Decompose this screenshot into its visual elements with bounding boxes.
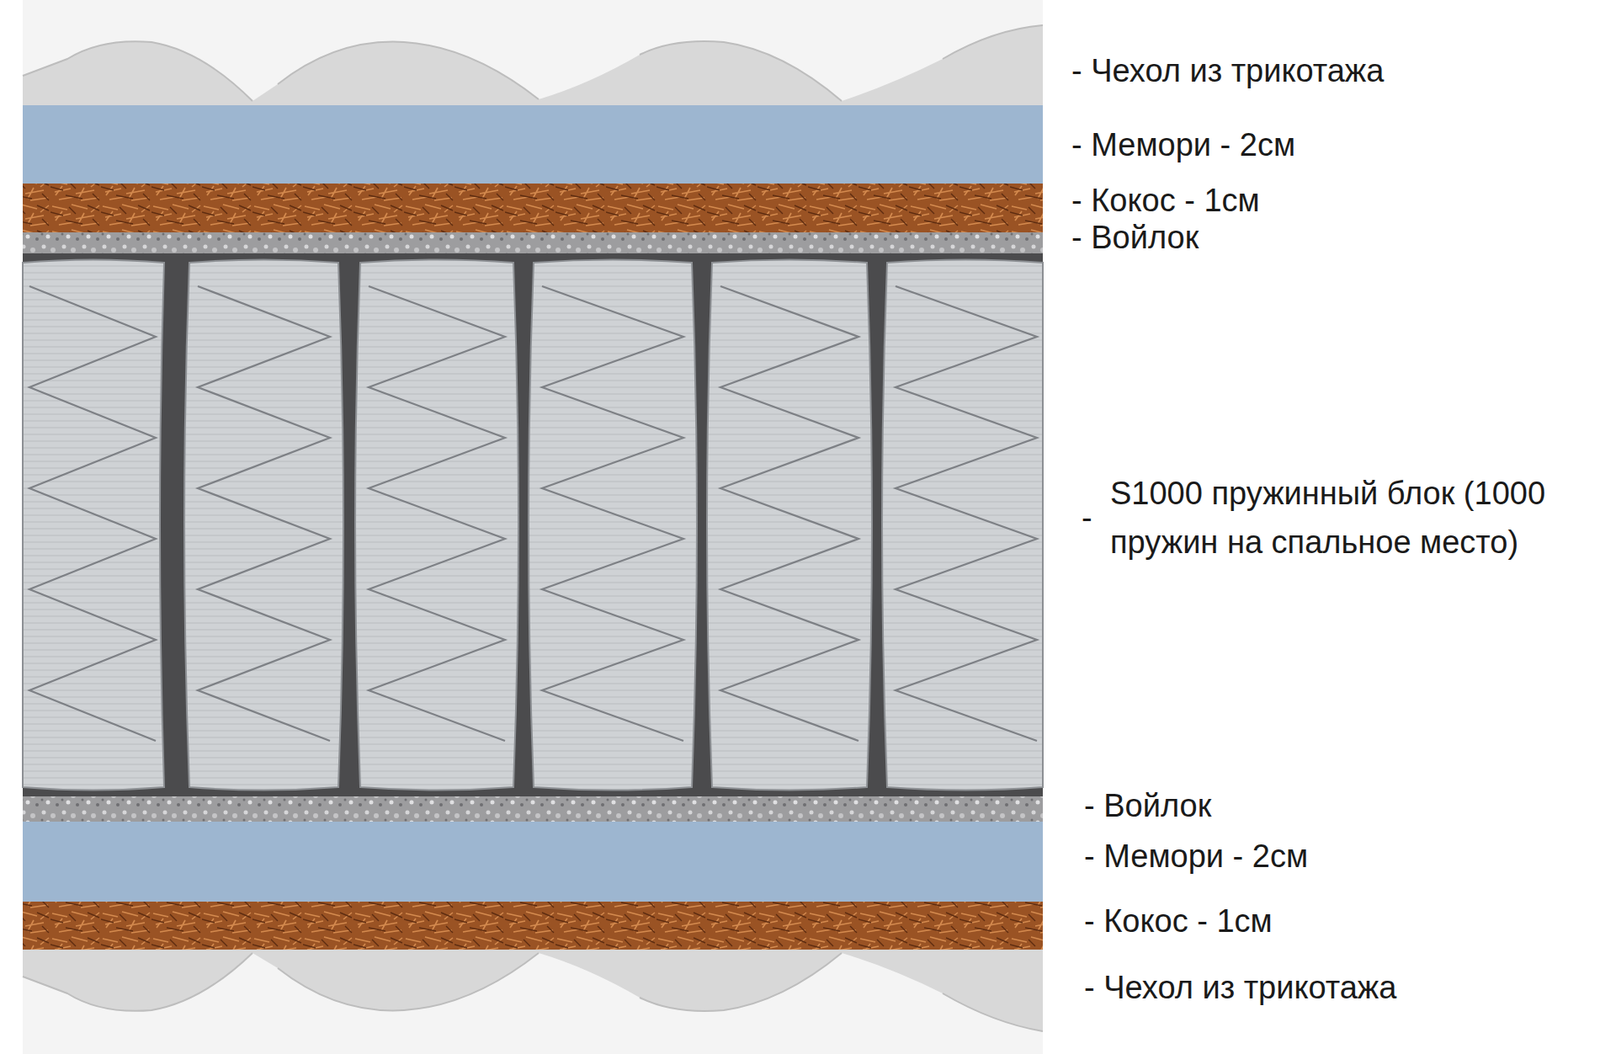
layer-callout: - Мемори - 2см bbox=[1084, 836, 1308, 878]
layer-callout: - Кокос - 1см bbox=[1071, 180, 1260, 222]
layer-callout: - Кокос - 1см bbox=[1084, 901, 1273, 942]
layer-callout: - Мемори - 2см bbox=[1071, 125, 1296, 166]
layer-callout: - Чехол из трикотажа bbox=[1084, 967, 1397, 1009]
layer-callout: - Чехол из трикотажа bbox=[1071, 51, 1384, 92]
layer-callout-block: S1000 пружинный блок (1000 пружин на спа… bbox=[1110, 469, 1548, 568]
layer-callout: - Войлок bbox=[1071, 217, 1199, 259]
layer-callout: - bbox=[1081, 498, 1093, 539]
layer-callout: - Войлок bbox=[1084, 786, 1212, 827]
